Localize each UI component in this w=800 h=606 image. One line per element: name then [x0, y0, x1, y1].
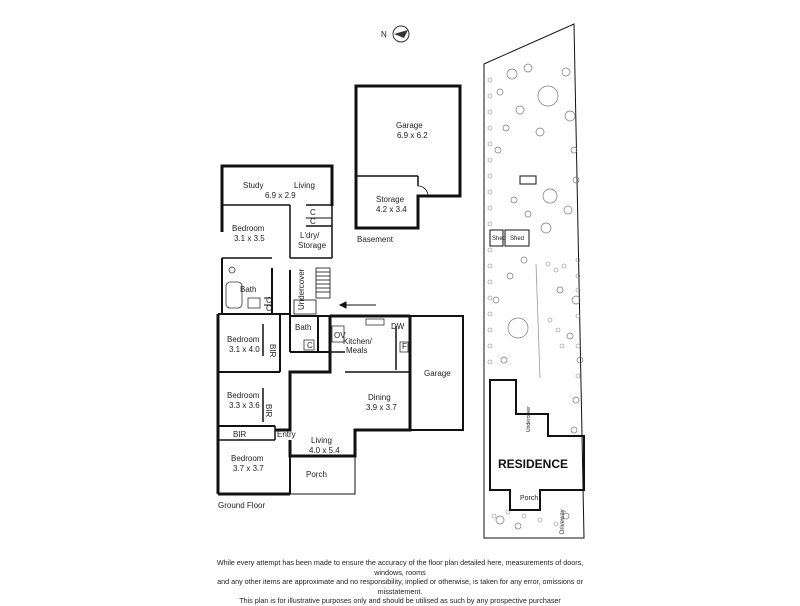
room-study-living-dims: 6.9 x 2.9 — [265, 191, 296, 200]
room-basement-garage-label: Garage — [396, 121, 423, 130]
fridge-label: F — [402, 342, 407, 351]
site-undercover-label: Undercover — [526, 406, 532, 432]
disclaimer-line-2: and any other items are approximate and … — [217, 577, 583, 596]
compass-north-label: N — [381, 30, 387, 39]
site-shed-1-label: Shed — [492, 236, 506, 242]
bir-label-1: BIR — [268, 344, 277, 358]
room-basement-garage-dims: 6.9 x 6.2 — [397, 131, 428, 140]
room-bedroom-4-label: Bedroom — [231, 454, 264, 463]
bir-label-3: BIR — [233, 430, 247, 439]
disclaimer-text: While every attempt has been made to ens… — [210, 558, 590, 606]
room-bedroom-mid-dims: 3.1 x 4.0 — [229, 345, 260, 354]
dishwasher-label: DW — [391, 322, 405, 331]
cupboard-label-3: C — [266, 296, 272, 305]
room-meals-label: Meals — [346, 346, 367, 355]
site-residence-outline — [489, 379, 585, 511]
fixtures — [225, 266, 409, 353]
stairs — [293, 267, 331, 315]
room-bedroom-3-label: Bedroom — [227, 391, 260, 400]
site-hedge-dots — [487, 77, 581, 527]
room-bedroom-mid-label: Bedroom — [227, 335, 260, 344]
cupboard-label-2: C — [310, 217, 316, 226]
room-bath-label: Bath — [240, 285, 256, 294]
room-dining-label: Dining — [368, 393, 391, 402]
room-porch-label: Porch — [306, 470, 327, 479]
ground-floor-walls — [216, 164, 464, 496]
disclaimer-line-1: While every attempt has been made to ens… — [216, 558, 584, 577]
site-trees — [492, 63, 584, 530]
site-residence-label: RESIDENCE — [498, 457, 568, 471]
room-bedroom-3-dims: 3.3 x 3.6 — [229, 401, 260, 410]
room-storage-dims: 4.2 x 3.4 — [376, 205, 407, 214]
room-study-label: Study — [243, 181, 263, 190]
oven-label: OV — [334, 331, 346, 340]
room-undercover-label: Undercover — [297, 268, 306, 310]
site-boundary — [483, 23, 585, 539]
room-bedroom-4-dims: 3.7 x 3.7 — [233, 464, 264, 473]
basement-title: Basement — [357, 235, 394, 244]
room-living-dims: 4.0 x 5.4 — [309, 446, 340, 455]
room-bath-small-label: Bath — [295, 323, 311, 332]
cupboard-label-1: C — [310, 208, 316, 217]
entry-arrow-icon — [338, 301, 376, 309]
ground-floor-title: Ground Floor — [218, 501, 265, 510]
room-laundry-storage-label: Storage — [298, 241, 327, 250]
room-storage-label: Storage — [376, 195, 405, 204]
cupboard-label-5: C — [307, 341, 313, 350]
room-bedroom-top-dims: 3.1 x 3.5 — [234, 234, 265, 243]
room-dining-dims: 3.9 x 3.7 — [366, 403, 397, 412]
site-driveway-label: Driveway — [560, 509, 566, 534]
basement-walls — [354, 84, 462, 230]
site-sheds — [489, 175, 537, 247]
room-living-upper-label: Living — [294, 181, 315, 190]
room-living-label: Living — [311, 436, 332, 445]
room-kitchen-label: Kitchen/ — [343, 337, 373, 346]
compass-icon — [392, 25, 410, 43]
room-entry-label: Entry — [277, 430, 296, 439]
room-bedroom-top-label: Bedroom — [232, 224, 265, 233]
disclaimer-line-3: This plan is for illustrative purposes o… — [239, 596, 561, 605]
room-garage-label: Garage — [424, 369, 451, 378]
room-laundry-label: L'dry/ — [300, 231, 320, 240]
bir-label-2: BIR — [264, 404, 273, 418]
site-porch-label: Porch — [520, 495, 538, 502]
porch-outline — [289, 456, 356, 495]
cupboard-label-4: C — [266, 304, 272, 313]
site-shed-2-label: Shed — [510, 236, 524, 242]
